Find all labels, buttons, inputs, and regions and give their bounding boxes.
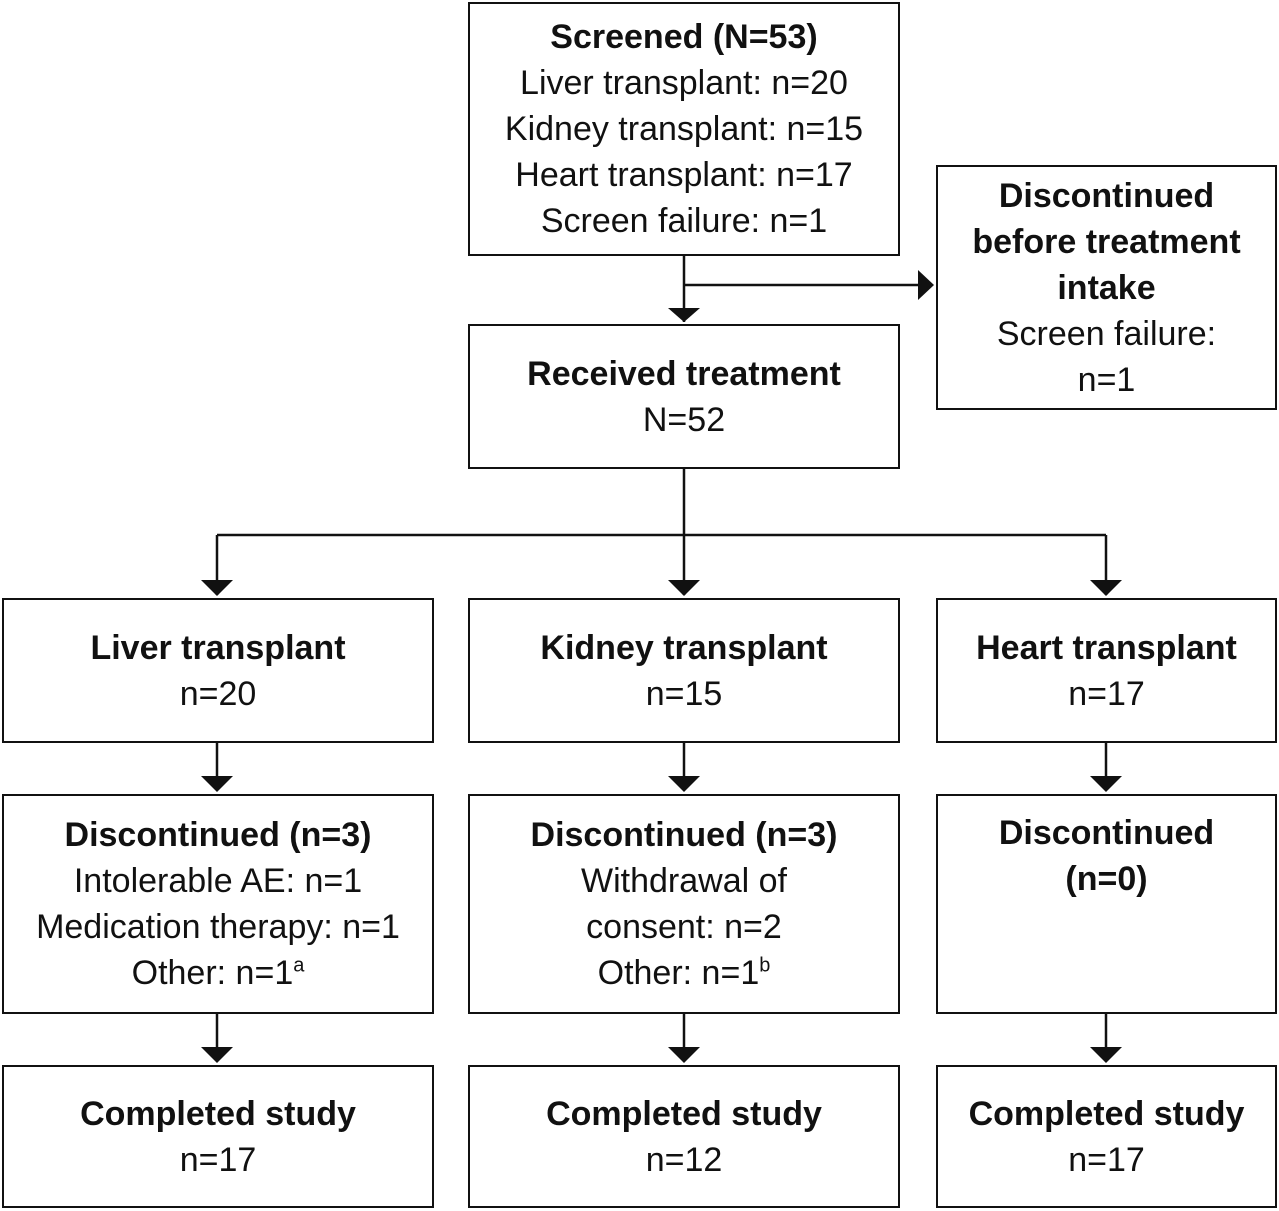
discontinued-before-box: Discontinued before treatment intake Scr… <box>936 165 1277 410</box>
completed-title: Completed study <box>546 1094 822 1133</box>
arrowhead-liver-disc <box>201 776 233 792</box>
discontinued-before-title: intake <box>1057 268 1156 307</box>
liver-discontinued-box: Discontinued (n=3) Intolerable AE: n=1 M… <box>2 794 434 1014</box>
arrowhead-kidney <box>668 580 700 596</box>
discontinued-before-line: n=1 <box>1077 360 1136 399</box>
discontinued-before-title: Discontinued <box>998 176 1215 215</box>
kidney-discontinued-box: Discontinued (n=3) Withdrawal of consent… <box>468 794 900 1014</box>
completed-title: Completed study <box>968 1094 1245 1133</box>
discontinued-title: Discontinued (n=3) <box>530 816 838 854</box>
completed-count: n=12 <box>645 1140 723 1179</box>
footnote-marker: a <box>293 954 305 977</box>
arm-count: n=20 <box>179 674 257 713</box>
arrowhead-liver-completed <box>201 1047 233 1063</box>
completed-count: n=17 <box>179 1140 257 1179</box>
liver-completed-box: Completed study n=17 <box>2 1065 434 1208</box>
discontinued-title: (n=0) <box>1065 860 1148 898</box>
arrowhead-received <box>668 308 700 322</box>
discontinued-line: Medication therapy: n=1 <box>36 908 400 946</box>
discontinued-other-line: Other: n=1a <box>132 950 305 996</box>
discontinued-other-line: Other: n=1b <box>598 950 771 996</box>
discontinued-before-line: Screen failure: <box>996 314 1217 353</box>
footnote-marker: b <box>759 954 771 977</box>
screened-line: Screen failure: n=1 <box>540 202 828 240</box>
screened-line: Heart transplant: n=17 <box>515 156 853 194</box>
screened-box: Screened (N=53) Liver transplant: n=20 K… <box>468 2 900 256</box>
discontinued-line: Intolerable AE: n=1 <box>73 862 363 900</box>
screened-line: Kidney transplant: n=15 <box>504 110 864 148</box>
discontinued-title: Discontinued <box>998 814 1215 852</box>
arrowhead-kidney-completed <box>668 1047 700 1063</box>
arrowhead-discontinued-before <box>918 270 934 300</box>
screened-line: Liver transplant: n=20 <box>520 64 848 102</box>
arrowhead-heart <box>1090 580 1122 596</box>
discontinued-line: consent: n=2 <box>586 908 782 946</box>
discontinued-before-title: before treatment <box>972 222 1241 261</box>
arm-title: Heart transplant <box>976 628 1237 667</box>
completed-title: Completed study <box>80 1094 356 1133</box>
arrowhead-kidney-disc <box>668 776 700 792</box>
arm-title: Liver transplant <box>90 628 346 667</box>
arrowhead-heart-disc <box>1090 776 1122 792</box>
kidney-completed-box: Completed study n=12 <box>468 1065 900 1208</box>
discontinued-line: Withdrawal of <box>581 862 787 900</box>
arrowhead-heart-completed <box>1090 1047 1122 1063</box>
heart-discontinued-box: Discontinued (n=0) <box>936 794 1277 1014</box>
heart-completed-box: Completed study n=17 <box>936 1065 1277 1208</box>
received-title: Received treatment <box>527 354 841 393</box>
kidney-arm-box: Kidney transplant n=15 <box>468 598 900 743</box>
discontinued-title: Discontinued (n=3) <box>64 816 372 854</box>
arrowhead-liver <box>201 580 233 596</box>
screened-title: Screened (N=53) <box>550 18 818 56</box>
liver-arm-box: Liver transplant n=20 <box>2 598 434 743</box>
heart-arm-box: Heart transplant n=17 <box>936 598 1277 743</box>
discontinued-other-text: Other: n=1 <box>131 954 294 992</box>
received-treatment-box: Received treatment N=52 <box>468 324 900 469</box>
arm-count: n=15 <box>645 674 723 713</box>
discontinued-other-text: Other: n=1 <box>597 954 760 992</box>
arm-count: n=17 <box>1068 674 1145 713</box>
completed-count: n=17 <box>1068 1140 1145 1179</box>
arm-title: Kidney transplant <box>540 628 828 667</box>
received-count: N=52 <box>642 400 726 439</box>
